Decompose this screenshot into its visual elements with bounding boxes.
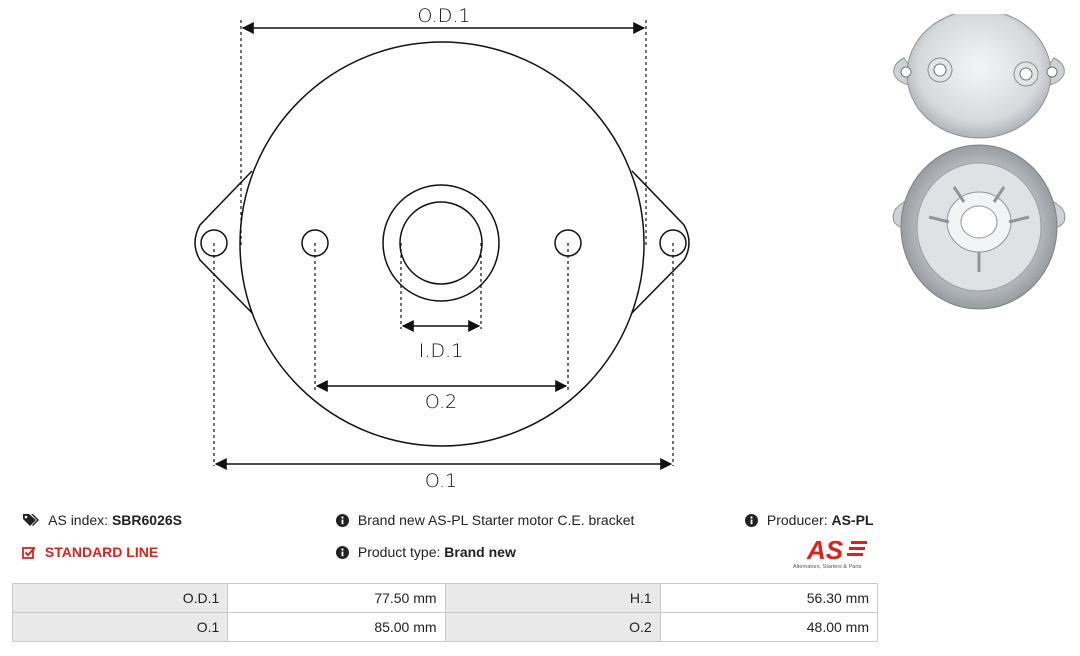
- producer-label: Producer:: [766, 512, 828, 528]
- o1-label: O.1: [425, 470, 457, 492]
- standard-line: STANDARD LINE: [22, 544, 158, 560]
- svg-text:AS: AS: [806, 535, 844, 565]
- spec-label: O.1: [11, 612, 229, 642]
- product-type-label: Product type:: [357, 544, 441, 560]
- spec-label: O.2: [444, 612, 661, 642]
- spec-label: O.D.1: [11, 583, 229, 613]
- spec-value: 85.00 mm: [227, 612, 446, 642]
- as-pl-logo: AS Alternators, Starters & Parts: [793, 535, 877, 571]
- as-index-label: AS index:: [48, 512, 109, 528]
- logo-subtitle: Alternators, Starters & Parts: [793, 564, 862, 570]
- bracket-outline-circle: [239, 41, 645, 447]
- producer-value: AS-PL: [831, 512, 874, 528]
- technical-drawing: O.D.1 I.D.1 O.2 O.1: [194, 5, 690, 492]
- tags-icon: [23, 514, 39, 526]
- checkbox-icon: [22, 546, 36, 559]
- as-logo-mark: AS: [806, 535, 867, 565]
- product-type-value: Brand new: [444, 544, 516, 560]
- description-text: Brand new AS-PL Starter motor C.E. brack…: [357, 512, 635, 528]
- spec-label: H.1: [444, 583, 661, 613]
- spec-value: 56.30 mm: [659, 583, 879, 613]
- center-bore: [399, 201, 483, 285]
- od1-label: O.D.1: [418, 5, 471, 27]
- o2-label: O.2: [425, 391, 457, 413]
- bracket-top-photo: [893, 14, 1065, 139]
- info-icon: [745, 514, 758, 527]
- description: Brand new AS-PL Starter motor C.E. brack…: [336, 512, 634, 528]
- product-type: Product type: Brand new: [336, 544, 516, 560]
- specs-table: O.D.1 77.50 mm H.1 56.30 mm O.1 85.00 mm…: [11, 583, 879, 642]
- bracket-bottom-photo: [892, 144, 1066, 310]
- table-row: O.1 85.00 mm O.2 48.00 mm: [11, 612, 879, 642]
- spec-value: 77.50 mm: [227, 583, 446, 613]
- as-index-value: SBR6026S: [111, 512, 182, 528]
- left-mounting-ear: [194, 170, 258, 319]
- as-index: AS index: SBR6026S: [22, 512, 182, 528]
- info-icon: [336, 514, 349, 527]
- id1-label: I.D.1: [419, 340, 463, 362]
- center-boss-outer: [382, 184, 500, 302]
- spec-value: 48.00 mm: [659, 612, 879, 642]
- table-row: O.D.1 77.50 mm H.1 56.30 mm: [11, 583, 879, 613]
- info-icon: [336, 546, 349, 559]
- producer: Producer: AS-PL: [745, 512, 873, 528]
- standard-line-text: STANDARD LINE: [44, 544, 159, 560]
- right-mounting-ear: [626, 170, 690, 319]
